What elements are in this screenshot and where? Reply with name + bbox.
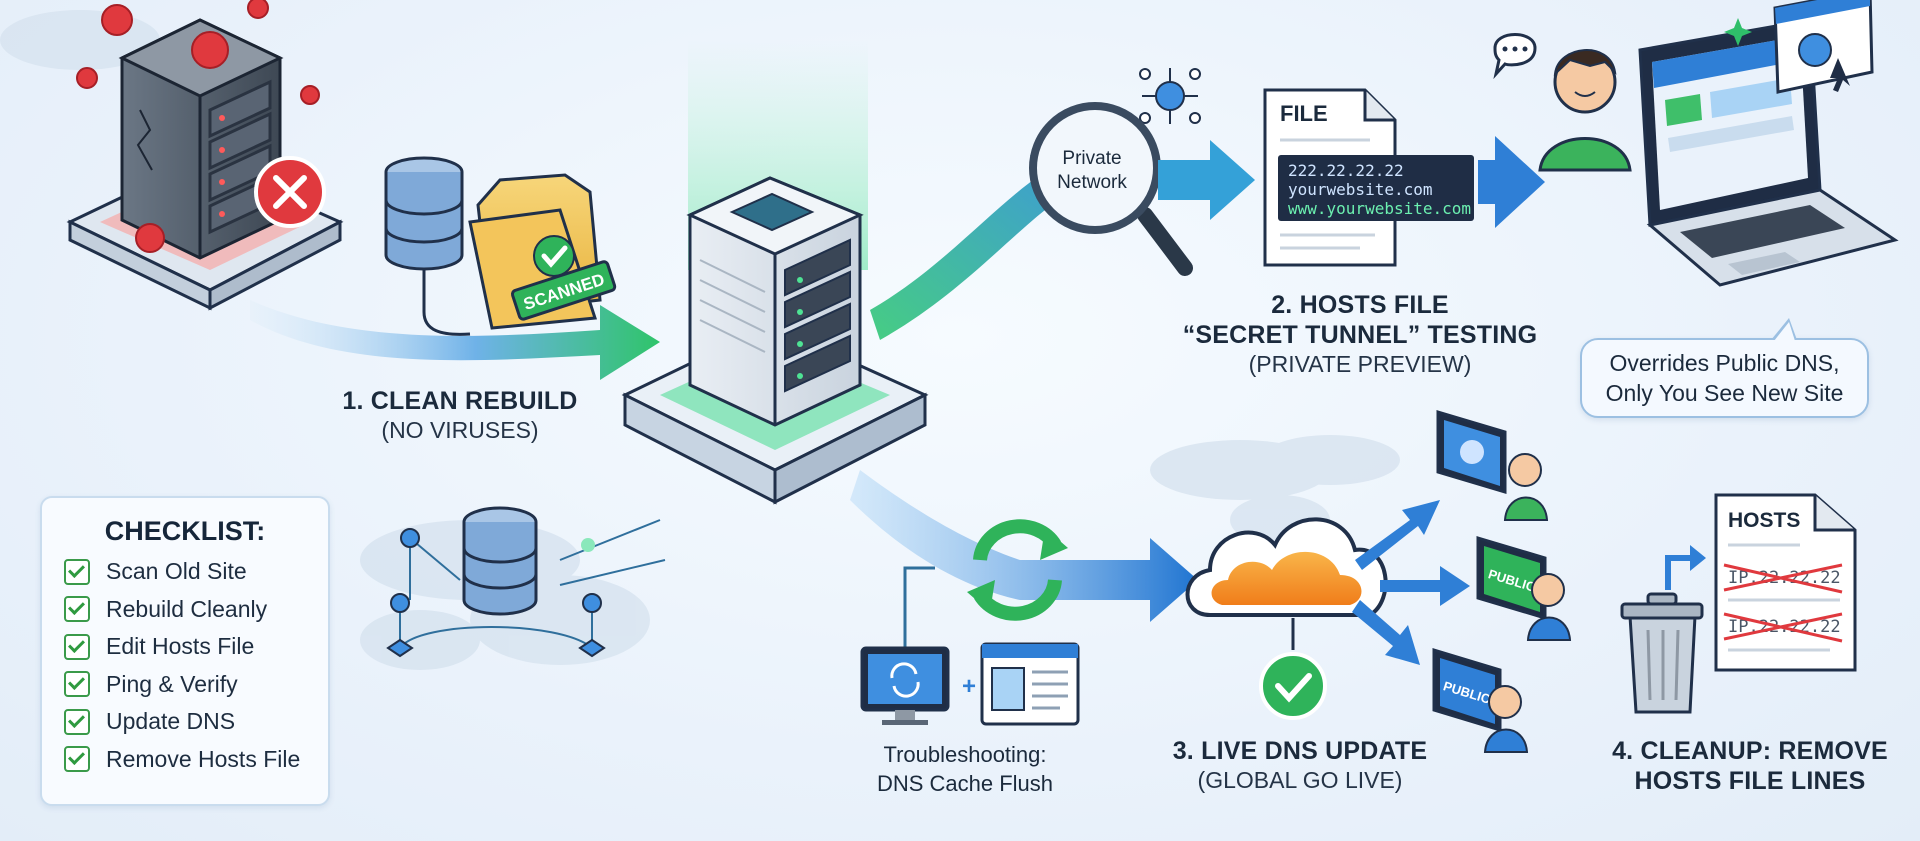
step2-label: 2. HOSTS FILE “SECRET TUNNEL” TESTING (P… [1165, 290, 1555, 378]
magnifier-label-line1: Private [1062, 148, 1121, 169]
checkbox-checked-icon[interactable] [64, 746, 90, 773]
checklist-item[interactable]: Rebuild Cleanly [64, 591, 328, 629]
scanned-folder-icon: SCANNED [468, 173, 617, 330]
checklist-item[interactable]: Ping & Verify [64, 666, 328, 704]
virus-icon [76, 0, 320, 253]
database-network-icon [386, 506, 666, 658]
cleanup-hosts-document: HOSTS IP.22.22.22 IP.22.22.22 [1714, 493, 1857, 672]
step3-label: 3. LIVE DNS UPDATE (GLOBAL GO LIVE) [1150, 736, 1450, 794]
sparkle-icon [1724, 18, 1752, 46]
checklist-item-label: Update DNS [106, 708, 236, 735]
client-monitor-public-2: PUBLIC [1432, 647, 1529, 753]
checklist-item[interactable]: Update DNS [64, 703, 328, 741]
checklist-item-label: Rebuild Cleanly [106, 595, 268, 622]
step1-subtitle: (NO VIRUSES) [381, 417, 539, 443]
magnifier-label-line2: Network [1057, 172, 1127, 193]
checkbox-checked-icon[interactable] [64, 596, 90, 623]
checklist-item-label: Edit Hosts File [106, 633, 255, 660]
checklist-title: CHECKLIST: [104, 516, 266, 546]
troubleshooting-line1: Troubleshooting: [883, 742, 1047, 767]
checklist-item[interactable]: Scan Old Site [64, 553, 328, 591]
step1-title: 1. CLEAN REBUILD [342, 387, 578, 415]
file-line-1: 222.22.22.22 [1288, 161, 1404, 180]
database-icon [384, 156, 471, 336]
step2-title-line2: “SECRET TUNNEL” TESTING [1182, 321, 1538, 349]
bubble-line2: Only You See New Site [1605, 380, 1844, 406]
step1-label: 1. CLEAN REBUILD (NO VIRUSES) [300, 386, 620, 444]
checklist-list: Scan Old Site Rebuild Cleanly Edit Hosts… [42, 553, 328, 778]
checklist-item[interactable]: Edit Hosts File [64, 628, 328, 666]
troubleshooting-line2: DNS Cache Flush [876, 771, 1054, 796]
client-monitor-public-1: PUBLIC [1476, 535, 1572, 641]
arrow-clean-rebuild [250, 300, 660, 380]
browser-window-icon [1773, 0, 1874, 94]
checkbox-checked-icon[interactable] [64, 708, 90, 735]
arrow-to-trash [1665, 545, 1706, 590]
troubleshooting-label: Troubleshooting: DNS Cache Flush [845, 740, 1085, 798]
trash-can-icon [1620, 592, 1704, 714]
checklist-item-label: Remove Hosts File [106, 745, 301, 772]
network-icon [1139, 68, 1201, 124]
chat-bubble-icon [1493, 33, 1537, 80]
step4-label: 4. CLEANUP: REMOVE HOSTS FILE LINES [1590, 736, 1910, 796]
step4-title-line2: HOSTS FILE LINES [1634, 767, 1866, 795]
step3-subtitle: (GLOBAL GO LIVE) [1197, 767, 1403, 793]
checklist-item-label: Scan Old Site [106, 558, 247, 585]
magnifier-icon: Private Network [1029, 102, 1193, 276]
arrow-to-laptop [1478, 136, 1545, 228]
step2-subtitle: (PRIVATE PREVIEW) [1248, 351, 1472, 377]
main-server-icon [621, 176, 929, 505]
arrow-to-dns-flush [850, 470, 1198, 622]
user-avatar [1538, 49, 1632, 172]
step2-title-line1: 2. HOSTS FILE [1271, 291, 1449, 319]
checklist-item[interactable]: Remove Hosts File [64, 741, 328, 779]
checklist-panel: CHECKLIST: Scan Old Site Rebuild Cleanly… [40, 496, 330, 806]
file-line-2: yourwebsite.com [1288, 180, 1433, 199]
checkbox-checked-icon[interactable] [64, 558, 90, 585]
distribution-arrows [1352, 500, 1470, 665]
error-x-icon [254, 156, 326, 228]
arrow-to-file [1158, 140, 1255, 220]
client-monitor-web [1436, 409, 1549, 521]
hosts-file-document: FILE 222.22.22.22 yourwebsite.com www.yo… [1263, 88, 1474, 267]
step4-title-line1: 4. CLEANUP: REMOVE [1612, 737, 1888, 765]
browser-page-icon [980, 642, 1080, 726]
laptop-icon [1638, 18, 1899, 287]
info-speech-bubble: Overrides Public DNS, Only You See New S… [1580, 318, 1869, 418]
cloud-dns-icon [1185, 517, 1388, 720]
file-line-3: www.yourwebsite.com [1288, 199, 1471, 218]
bubble-line1: Overrides Public DNS, [1609, 350, 1840, 376]
checkbox-checked-icon[interactable] [64, 633, 90, 660]
checklist-item-label: Ping & Verify [106, 670, 238, 697]
checkbox-checked-icon[interactable] [64, 671, 90, 698]
cleanup-file-header: HOSTS [1728, 509, 1800, 532]
refresh-icon [967, 519, 1068, 621]
svg-text:+: + [962, 673, 976, 700]
file-header: FILE [1280, 101, 1328, 126]
monitor-refresh-icon: + [860, 646, 976, 725]
connector-line [903, 566, 935, 665]
step3-title: 3. LIVE DNS UPDATE [1172, 737, 1428, 765]
